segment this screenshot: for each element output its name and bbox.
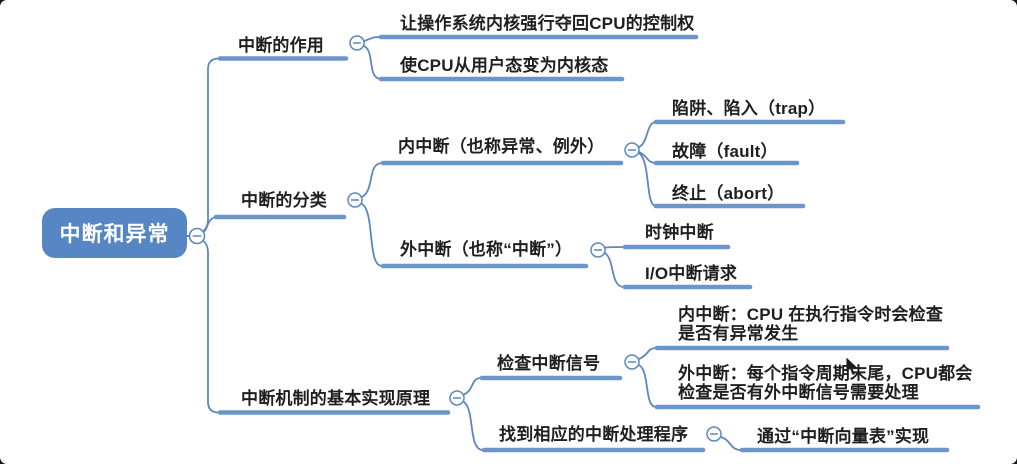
node-abort[interactable]: 终止（abort） [672, 184, 785, 203]
node-fault[interactable]: 故障（fault） [672, 142, 778, 161]
node-external-check-line1: 外中断：每个指令周期末尾，CPU都会 [678, 364, 973, 383]
collapse-icon-interrupt-role[interactable] [349, 35, 365, 51]
node-find-handler[interactable]: 找到相应的中断处理程序 [499, 425, 689, 444]
node-external-check-line2: 检查是否有外中断信号需要处理 [678, 382, 919, 402]
root-node[interactable]: 中断和异常 [42, 208, 187, 258]
collapse-icon-external-interrupt[interactable] [590, 242, 606, 258]
node-external-check[interactable]: 外中断：每个指令周期末尾，CPU都会 检查是否有外中断信号需要处理 [678, 364, 988, 402]
node-clock-interrupt[interactable]: 时钟中断 [645, 223, 714, 242]
node-regain-cpu[interactable]: 让操作系统内核强行夺回CPU的控制权 [400, 14, 695, 33]
node-mechanism[interactable]: 中断机制的基本实现原理 [241, 389, 431, 408]
collapse-badges [188, 35, 722, 442]
collapse-icon-internal-interrupt[interactable] [624, 142, 640, 158]
node-trap[interactable]: 陷阱、陷入（trap） [672, 99, 826, 118]
node-user-to-kernel[interactable]: 使CPU从用户态变为内核态 [400, 56, 609, 75]
root-node-label: 中断和异常 [59, 223, 170, 246]
node-check-signal[interactable]: 检查中断信号 [497, 354, 601, 373]
arrow-cursor-icon [845, 355, 860, 377]
node-io-interrupt[interactable]: I/O中断请求 [645, 264, 738, 283]
collapse-icon-interrupt-types[interactable] [347, 192, 363, 208]
node-internal-check-line1: 内中断：CPU 在执行指令时会检查 [678, 305, 944, 324]
node-interrupt-types[interactable]: 中断的分类 [241, 191, 327, 210]
collapse-icon-find-handler[interactable] [706, 426, 722, 442]
collapse-icon-check-signal[interactable] [624, 354, 640, 370]
collapse-icon-root[interactable] [188, 227, 206, 245]
node-internal-check-line2: 是否有异常发生 [678, 323, 799, 343]
node-vector-table[interactable]: 通过“中断向量表”实现 [757, 427, 930, 446]
node-internal-check[interactable]: 内中断：CPU 在执行指令时会检查 是否有异常发生 [678, 305, 968, 343]
node-underlines [213, 34, 981, 453]
node-interrupt-role[interactable]: 中断的作用 [238, 36, 324, 55]
collapse-icon-mechanism[interactable] [449, 390, 465, 406]
node-external-interrupt[interactable]: 外中断（也称“中断”） [400, 240, 573, 259]
node-internal-interrupt[interactable]: 内中断（也称异常、例外） [398, 137, 605, 156]
